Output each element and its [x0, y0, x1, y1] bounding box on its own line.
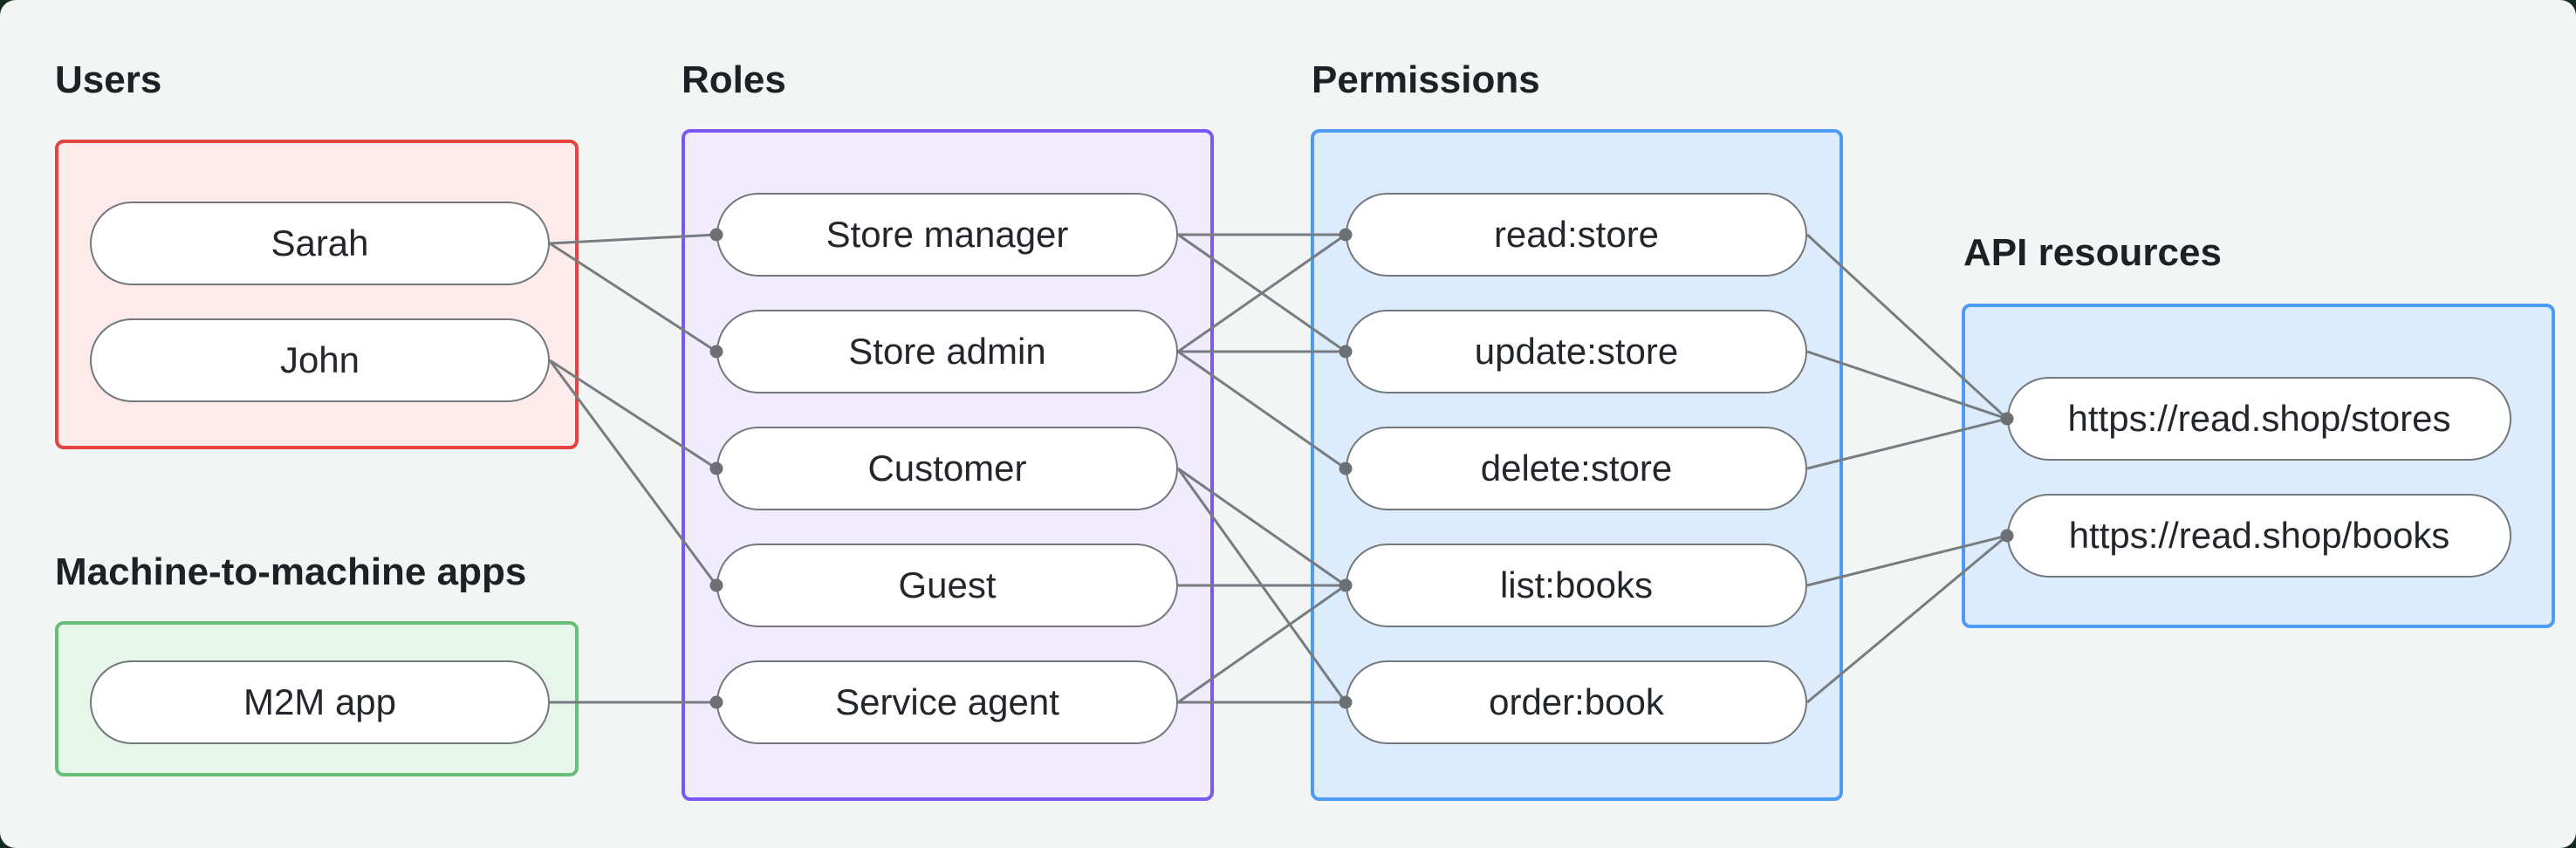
node-api-resource-books: https://read.shop/books	[2007, 494, 2511, 578]
node-service-agent: Service agent	[716, 660, 1178, 744]
section-label-permissions: Permissions	[1312, 58, 1540, 101]
section-label-users: Users	[55, 58, 162, 101]
group-machine-to-machine-apps: M2M app	[55, 621, 579, 776]
node-m2m-app: M2M app	[90, 660, 550, 744]
node-john: John	[90, 318, 550, 402]
node-read-store: read:store	[1346, 193, 1807, 277]
node-api-resource-stores: https://read.shop/stores	[2007, 377, 2511, 461]
node-update-store: update:store	[1346, 310, 1807, 393]
node-customer: Customer	[716, 427, 1178, 510]
node-order-book: order:book	[1346, 660, 1807, 744]
node-store-manager: Store manager	[716, 193, 1178, 277]
node-store-admin: Store admin	[716, 310, 1178, 393]
node-sarah: Sarah	[90, 202, 550, 285]
node-guest: Guest	[716, 544, 1178, 627]
group-permissions: read:store update:store delete:store lis…	[1311, 129, 1843, 801]
section-label-roles: Roles	[682, 58, 786, 101]
group-roles: Store manager Store admin Customer Guest…	[682, 129, 1214, 801]
group-api-resources: https://read.shop/stores https://read.sh…	[1962, 304, 2555, 628]
section-label-machine-to-machine-apps: Machine-to-machine apps	[55, 551, 527, 593]
node-delete-store: delete:store	[1346, 427, 1807, 510]
node-list-books: list:books	[1346, 544, 1807, 627]
section-label-api-resources: API resources	[1963, 231, 2222, 274]
group-users: Sarah John	[55, 140, 579, 449]
